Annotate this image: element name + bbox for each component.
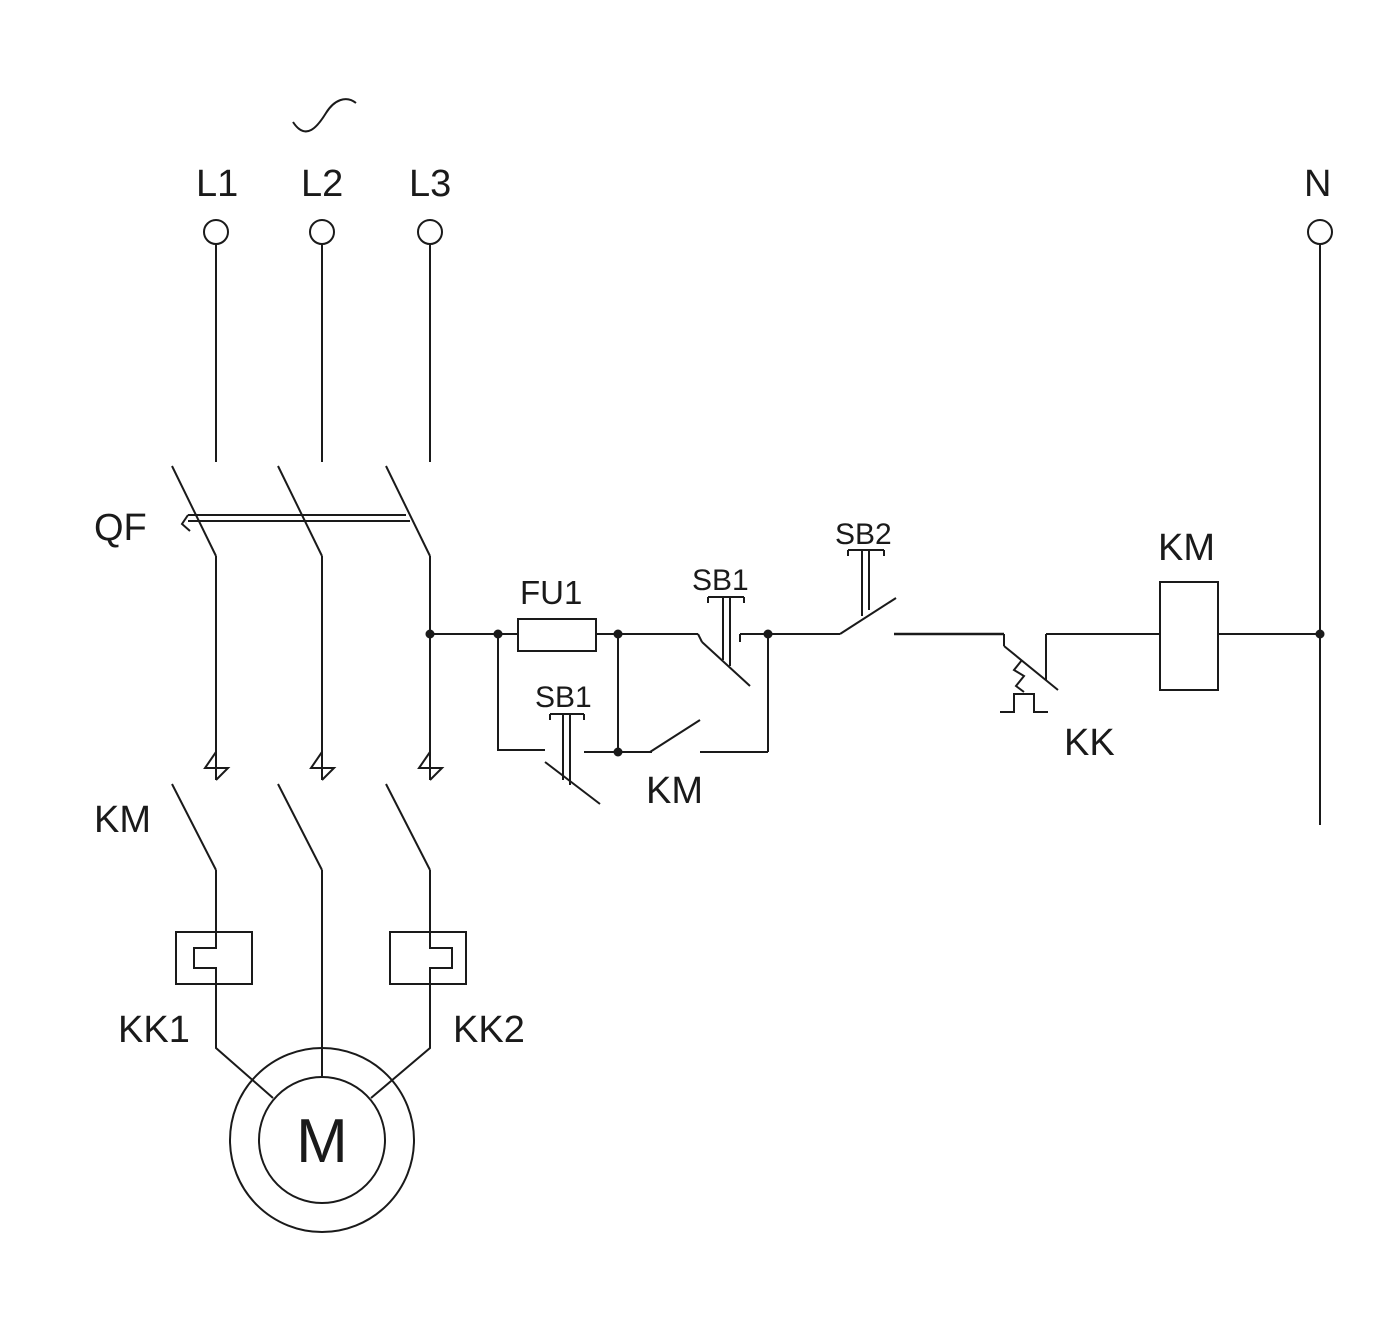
- breaker-qf: [171, 465, 431, 557]
- wire-to-motor-1: [215, 984, 274, 1099]
- button-sb2: [839, 549, 897, 635]
- contactor-km-main: [171, 783, 431, 871]
- motor-label: M: [296, 1107, 348, 1176]
- contactor-arc-marks: [203, 751, 445, 781]
- phase-label-l3: L3: [409, 163, 451, 205]
- button-sb1-upper-label: SB1: [692, 564, 749, 597]
- phase-label-l2: L2: [301, 163, 343, 205]
- ac-sine-icon: [292, 98, 357, 133]
- button-sb1-upper: [697, 596, 768, 687]
- contact-kk: [1000, 634, 1059, 713]
- coil-km: [1159, 581, 1219, 691]
- fuse-fu1: [517, 618, 597, 652]
- overload-kk2-label: KK2: [453, 1009, 525, 1051]
- overload-kk2: [389, 931, 467, 985]
- contact-km-hold-label: KM: [646, 770, 703, 812]
- terminal-l3: [417, 219, 443, 245]
- terminal-l2: [309, 219, 335, 245]
- wire-to-motor-3: [370, 984, 431, 1099]
- contact-kk-label: KK: [1064, 722, 1115, 764]
- junction-1: [425, 629, 435, 639]
- overload-kk1: [175, 931, 253, 985]
- terminal-l1: [203, 219, 229, 245]
- overload-kk1-label: KK1: [118, 1009, 190, 1051]
- button-sb1-lower-label: SB1: [535, 681, 592, 714]
- contactor-main-label: KM: [94, 799, 151, 841]
- terminal-n: [1307, 219, 1333, 245]
- neutral-label: N: [1304, 163, 1331, 205]
- contact-km-hold: [618, 634, 769, 753]
- fuse-label: FU1: [520, 574, 582, 611]
- junction-neutral: [1315, 629, 1325, 639]
- motor: [229, 1047, 415, 1233]
- coil-km-label: KM: [1158, 527, 1215, 569]
- phase-label-l1: L1: [196, 163, 238, 205]
- button-sb1-lower: [544, 713, 601, 805]
- breaker-label: QF: [94, 507, 147, 549]
- button-sb2-label: SB2: [835, 518, 892, 551]
